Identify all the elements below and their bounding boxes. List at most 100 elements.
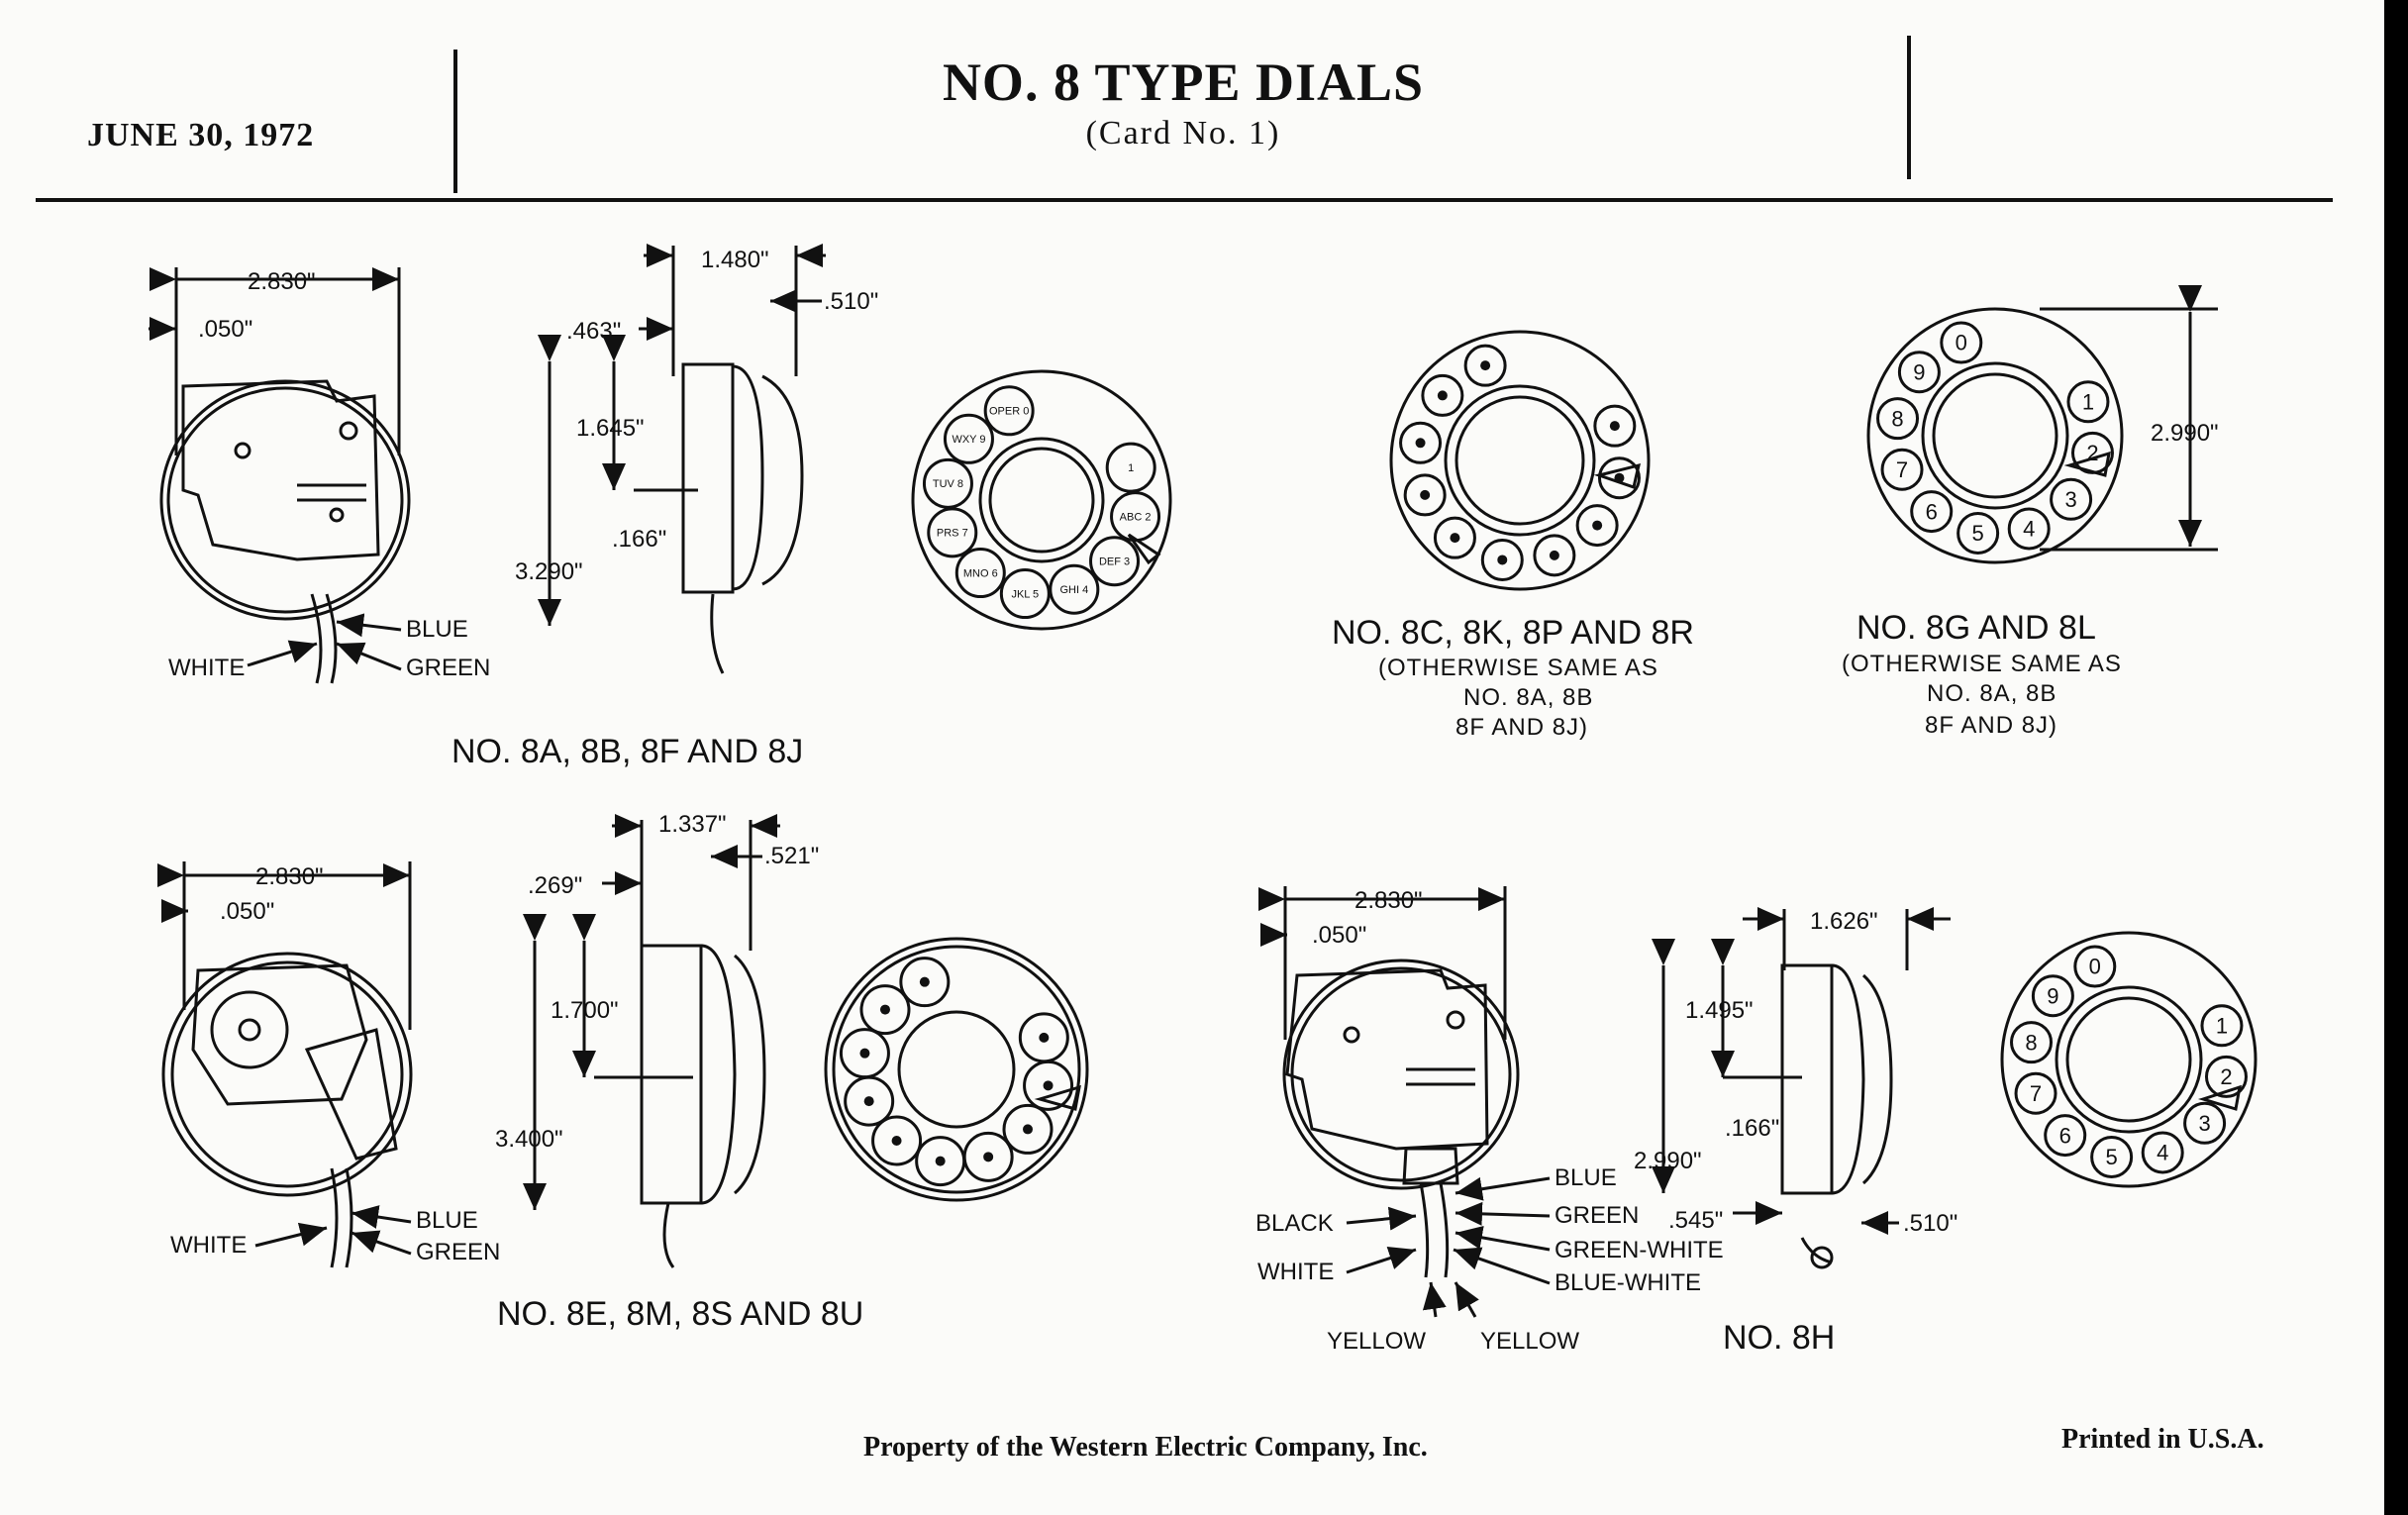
dim-8a-shaft: .463" xyxy=(566,318,621,345)
finger-hole-label: 5 xyxy=(1972,521,1984,546)
footer-property: Property of the Western Electric Company… xyxy=(863,1432,1428,1463)
finger-hole xyxy=(1593,404,1637,448)
dim-8a-height: 3.290" xyxy=(515,558,583,585)
finger-hole-label: TUV 8 xyxy=(933,478,963,490)
note-8c-line1: (OTHERWISE SAME AS xyxy=(1378,655,1658,681)
finger-hole xyxy=(2204,1055,2248,1098)
finger-hole xyxy=(1897,351,1941,394)
finger-hole xyxy=(922,457,973,509)
finger-hole-label: 1 xyxy=(2216,1013,2228,1038)
finger-hole xyxy=(2010,1021,2054,1064)
finger-hole-label: 2 xyxy=(2220,1064,2232,1089)
dial-8e-front-view xyxy=(824,937,1089,1202)
finger-hole-label: 4 xyxy=(2023,517,2035,542)
finger-hole xyxy=(2007,507,2051,551)
dim-8e-width: 2.830" xyxy=(255,863,324,890)
finger-hole xyxy=(871,1115,923,1166)
finger-hole-label: 3 xyxy=(2064,487,2076,512)
finger-hole xyxy=(2070,431,2114,474)
wire-8h-yellow-right: YELLOW xyxy=(1480,1328,1579,1355)
dial-8a-front-view xyxy=(911,369,1172,631)
dial-8a-side-view xyxy=(634,362,804,674)
wire-8h-yellow-left: YELLOW xyxy=(1327,1328,1426,1355)
wire-8h-green: GREEN xyxy=(1555,1202,1639,1229)
wire-8h-blue-white: BLUE-WHITE xyxy=(1555,1269,1701,1296)
dim-8h-offset: .050" xyxy=(1312,922,1366,949)
finger-hole-dot xyxy=(1549,550,1559,560)
finger-hole xyxy=(927,507,978,558)
finger-hole-dot xyxy=(935,1156,946,1166)
dial-8e-rear-view xyxy=(161,952,413,1268)
wire-8a-blue: BLUE xyxy=(406,616,468,643)
note-8c-line3: 8F AND 8J) xyxy=(1455,714,1588,741)
dim-8a-offset: .050" xyxy=(198,316,252,343)
finger-hole xyxy=(839,1028,890,1079)
dim-8h-small: .166" xyxy=(1725,1115,1779,1142)
finger-hole xyxy=(2090,1135,2134,1178)
finger-hole xyxy=(943,413,994,464)
finger-hole-label: PRS 7 xyxy=(937,528,968,540)
dim-8h-height: 2.990" xyxy=(1634,1148,1702,1174)
finger-hole-label: 6 xyxy=(1926,499,1938,524)
finger-hole-dot xyxy=(1609,421,1620,432)
finger-hole xyxy=(1002,1103,1054,1155)
finger-hole xyxy=(899,957,951,1008)
dial-8a-rear-view xyxy=(159,379,411,684)
finger-hole xyxy=(1433,516,1476,559)
finger-hole-dot xyxy=(1043,1080,1054,1091)
finger-hole-dot xyxy=(891,1136,902,1147)
finger-hole xyxy=(2141,1131,2184,1174)
dim-8a-upper: 1.645" xyxy=(576,415,645,442)
note-8g-line1: (OTHERWISE SAME AS xyxy=(1842,651,2122,677)
wire-8a-green: GREEN xyxy=(406,655,490,681)
finger-hole xyxy=(915,1136,966,1187)
finger-hole-dot xyxy=(1497,555,1508,565)
note-8g-line2: NO. 8A, 8B xyxy=(1927,680,2057,707)
finger-hole xyxy=(1110,491,1161,543)
dial-8e-side-view xyxy=(594,944,766,1268)
finger-hole xyxy=(1940,321,1983,364)
finger-hole-label: 0 xyxy=(1956,331,1967,355)
finger-hole-dot xyxy=(1450,533,1460,544)
finger-hole-label: JKL 5 xyxy=(1011,588,1039,600)
dial-8h-side-view xyxy=(1723,963,1893,1269)
caption-8c: NO. 8C, 8K, 8P AND 8R xyxy=(1332,614,1694,652)
finger-hole xyxy=(954,548,1006,599)
finger-hole-dot xyxy=(863,1096,874,1107)
dim-8a-depth: 1.480" xyxy=(701,247,769,273)
finger-hole-label: MNO 6 xyxy=(963,567,998,579)
finger-hole-label: 0 xyxy=(2089,955,2101,979)
dim-8e-height: 3.400" xyxy=(495,1126,563,1153)
card-subtitle: (Card No. 1) xyxy=(1085,115,1281,152)
finger-hole-dot xyxy=(1023,1124,1034,1135)
dial-8h-front-view xyxy=(2000,931,2258,1188)
wire-8h-black: BLACK xyxy=(1255,1210,1334,1237)
finger-hole-label: 9 xyxy=(1913,359,1925,384)
finger-hole-label: OPER 0 xyxy=(989,406,1029,418)
caption-8e: NO. 8E, 8M, 8S AND 8U xyxy=(497,1295,863,1333)
dim-8e-shaft: .269" xyxy=(528,872,582,899)
finger-hole xyxy=(2200,1004,2244,1048)
dial-8c-finger-holes xyxy=(1399,344,1641,581)
finger-hole xyxy=(1049,563,1100,615)
wire-8h-white: WHITE xyxy=(1257,1259,1334,1285)
caption-8h: NO. 8H xyxy=(1723,1319,1835,1357)
finger-hole xyxy=(1421,373,1464,417)
header-divider-left xyxy=(453,50,457,193)
finger-hole xyxy=(999,568,1051,620)
finger-hole xyxy=(1597,456,1641,500)
finger-hole xyxy=(1023,1060,1074,1111)
finger-hole-dot xyxy=(879,1004,890,1015)
dim-8h-rear: .510" xyxy=(1903,1210,1957,1237)
dim-8a-front: .510" xyxy=(824,288,878,315)
finger-hole-label: 7 xyxy=(1896,457,1908,482)
card-title: NO. 8 TYPE DIALS xyxy=(942,52,1425,112)
card-date: JUNE 30, 1972 xyxy=(87,117,315,153)
finger-hole xyxy=(1105,442,1156,493)
dim-8g-height: 2.990" xyxy=(2151,420,2219,447)
finger-hole-label: 5 xyxy=(2106,1145,2118,1169)
